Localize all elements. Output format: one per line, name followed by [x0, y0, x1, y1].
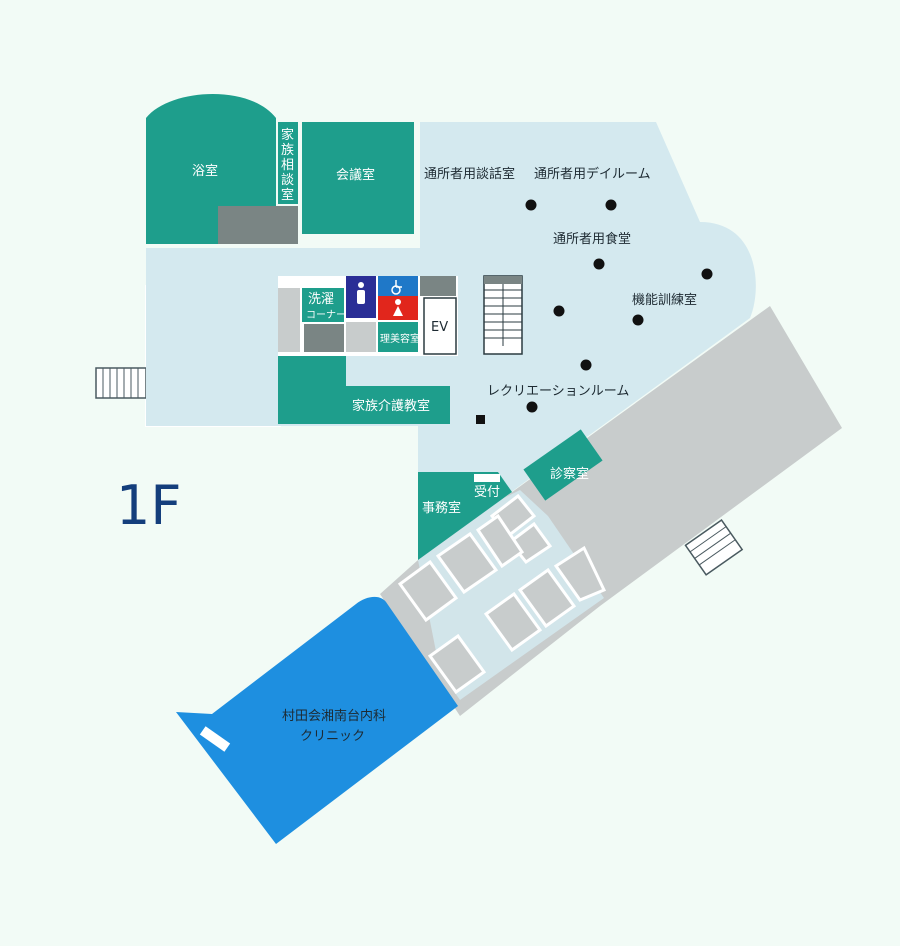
- bath-label: 浴室: [192, 163, 218, 179]
- west-stairs-icon: [95, 367, 147, 399]
- exam-room: [523, 429, 603, 501]
- wheelchair-icon: [391, 280, 402, 295]
- family-consultation-label: 家 族 相 談 室: [281, 127, 294, 203]
- day-dining-label: 通所者用食堂: [553, 231, 631, 247]
- central-stairs-icon: [483, 275, 523, 355]
- meeting-room: [302, 122, 414, 234]
- svg-text:家: 家: [281, 127, 294, 143]
- svg-text:談: 談: [281, 172, 294, 188]
- reception-label: 受付: [474, 485, 500, 500]
- meeting-label: 会議室: [336, 167, 375, 183]
- floor-label: 1F: [116, 474, 181, 537]
- reception-counter: [474, 474, 500, 482]
- svg-text:族: 族: [281, 142, 294, 158]
- recreation-label: レクリエーションルーム: [487, 384, 629, 399]
- elevator-label: EV: [431, 320, 448, 335]
- laundry-label: 洗濯: [308, 292, 334, 307]
- family-care-label: 家族介護教室: [352, 398, 430, 414]
- elevator: [423, 297, 457, 355]
- laundry-corner: [302, 288, 344, 322]
- rehab-label: 機能訓練室: [632, 292, 697, 308]
- clinic-entrance: [199, 726, 231, 752]
- svg-text:室: 室: [281, 187, 294, 203]
- day-room-label: 通所者用デイルーム: [534, 166, 651, 182]
- clinic-sub: クリニック: [300, 729, 365, 744]
- office-label: 事務室: [422, 500, 461, 516]
- columns: [476, 199, 713, 424]
- svg-text:相: 相: [281, 158, 294, 173]
- restroom-male-icon: [357, 282, 365, 304]
- family-consultation-room: [278, 122, 298, 204]
- restroom-female-icon: [393, 299, 403, 316]
- clinic-name: 村田会湘南台内科: [282, 708, 386, 724]
- family-care-room: [334, 386, 450, 424]
- barber-label: 理美容室: [380, 332, 420, 345]
- exam-room-label: 診察室: [550, 466, 589, 482]
- barber-room: [378, 322, 418, 352]
- east-stairs-icon: [684, 519, 744, 576]
- day-consultation-label: 通所者用談話室: [424, 166, 515, 182]
- clinic-area: [176, 596, 458, 844]
- office-room: [418, 472, 512, 560]
- bath-storage: [218, 206, 298, 244]
- laundry-corner-label: コーナー: [306, 309, 346, 321]
